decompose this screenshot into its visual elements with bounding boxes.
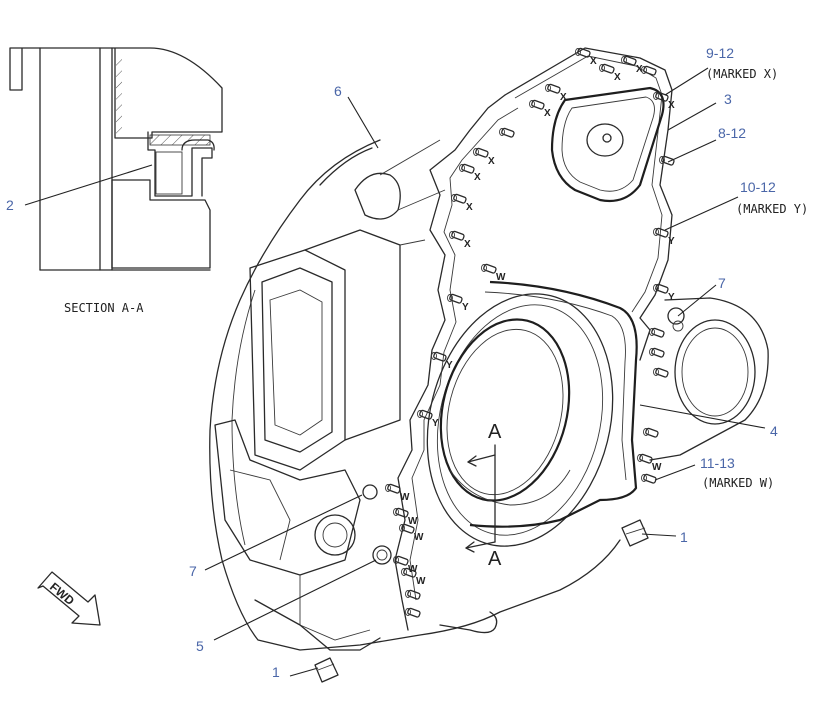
callout-2: 2 bbox=[6, 197, 14, 213]
stud-mark-x: X bbox=[544, 108, 551, 119]
plug-bottom bbox=[314, 657, 339, 683]
leader-lines bbox=[24, 67, 766, 677]
callout-1-right: 1 bbox=[680, 529, 688, 545]
stud-mark-w: W bbox=[408, 516, 418, 527]
stud-32 bbox=[405, 607, 421, 618]
stud-mark-x: X bbox=[466, 202, 473, 213]
stud-10: X bbox=[459, 163, 481, 183]
section-cut-line bbox=[465, 444, 496, 553]
stud-3: X bbox=[621, 55, 643, 75]
stud-mark-w: W bbox=[496, 272, 506, 283]
stud-22 bbox=[653, 367, 669, 378]
section-label: SECTION A-A bbox=[64, 301, 144, 315]
section-letter-bottom: A bbox=[488, 548, 502, 570]
stud-23 bbox=[643, 427, 659, 438]
stud-mark-x: X bbox=[636, 64, 643, 75]
stud-mark-x: X bbox=[488, 156, 495, 167]
note-marked-x: (MARKED X) bbox=[706, 67, 778, 81]
stud-19: Y bbox=[653, 283, 675, 303]
callout-11-13: 11-13 bbox=[700, 455, 735, 471]
plug-5 bbox=[372, 545, 392, 565]
right-mount-bracket bbox=[649, 297, 769, 461]
stud-2: X bbox=[599, 63, 621, 83]
stud-mark-w: W bbox=[400, 492, 410, 503]
stud-mark-y: Y bbox=[446, 360, 453, 371]
stud-16: Y bbox=[417, 409, 439, 429]
stud-7: X bbox=[529, 99, 551, 119]
callout-7-right: 7 bbox=[718, 275, 726, 291]
stud-5: X bbox=[653, 91, 675, 111]
plug-right bbox=[621, 519, 649, 547]
stud-mark-y: Y bbox=[668, 236, 675, 247]
callout-4: 4 bbox=[770, 423, 778, 439]
stud-15: Y bbox=[431, 351, 453, 371]
callout-3: 3 bbox=[724, 91, 732, 107]
stud-mark-w: W bbox=[414, 532, 424, 543]
flywheel-housing bbox=[209, 47, 673, 651]
fwd-label: FWD bbox=[47, 580, 77, 609]
stud-20 bbox=[649, 327, 665, 338]
dowel-7-left bbox=[362, 484, 378, 500]
stud-21 bbox=[649, 347, 665, 358]
stud-9: X bbox=[473, 147, 495, 167]
stud-mark-x: X bbox=[668, 100, 675, 111]
section-letter-top: A bbox=[488, 421, 502, 443]
stud-25 bbox=[641, 473, 657, 484]
callout-1-bottom: 1 bbox=[272, 664, 280, 680]
stud-18: Y bbox=[653, 227, 675, 247]
stud-1: X bbox=[575, 47, 597, 67]
stud-mark-w: W bbox=[652, 462, 662, 473]
stud-6: X bbox=[545, 83, 567, 103]
stud-11: X bbox=[451, 193, 473, 213]
stud-26: W bbox=[385, 483, 410, 503]
crankshaft-bore bbox=[426, 293, 614, 547]
stud-17 bbox=[659, 155, 675, 166]
callout-10-12: 10-12 bbox=[740, 179, 776, 195]
stud-8 bbox=[499, 127, 515, 138]
stud-14: Y bbox=[447, 293, 469, 313]
callout-8-12: 8-12 bbox=[718, 125, 746, 141]
stud-mark-y: Y bbox=[668, 292, 675, 303]
callouts: 2 6 9-12 3 8-12 10-12 7 4 11-13 1 7 5 1 bbox=[6, 45, 778, 680]
stud-mark-y: Y bbox=[432, 418, 439, 429]
callout-9-12: 9-12 bbox=[706, 45, 734, 61]
stud-mark-x: X bbox=[614, 72, 621, 83]
stud-27: W bbox=[393, 507, 418, 527]
stud-mark-x: X bbox=[474, 172, 481, 183]
stud-4 bbox=[641, 65, 657, 76]
stud-12: X bbox=[449, 230, 471, 250]
stud-mark-w: W bbox=[416, 576, 426, 587]
stud-mark-y: Y bbox=[462, 302, 469, 313]
note-marked-y: (MARKED Y) bbox=[736, 202, 808, 216]
rear-seal-gasket bbox=[469, 280, 638, 528]
stud-mark-w: W bbox=[408, 564, 418, 575]
fwd-arrow: FWD bbox=[37, 571, 101, 626]
stud-mark-x: X bbox=[464, 239, 471, 250]
callout-6: 6 bbox=[334, 83, 342, 99]
stud-28: W bbox=[399, 523, 424, 543]
access-cover bbox=[550, 86, 665, 203]
section-a-a-view bbox=[9, 47, 223, 271]
stud-29: W bbox=[393, 555, 418, 575]
callout-7-left: 7 bbox=[189, 563, 197, 579]
stud-31 bbox=[405, 589, 421, 600]
stud-13: W bbox=[481, 263, 506, 283]
stud-30: W bbox=[401, 567, 426, 587]
stud-mark-x: X bbox=[560, 92, 567, 103]
stud-24: W bbox=[637, 453, 662, 473]
callout-5: 5 bbox=[196, 638, 204, 654]
stud-mark-x: X bbox=[590, 56, 597, 67]
note-marked-w: (MARKED W) bbox=[702, 476, 774, 490]
